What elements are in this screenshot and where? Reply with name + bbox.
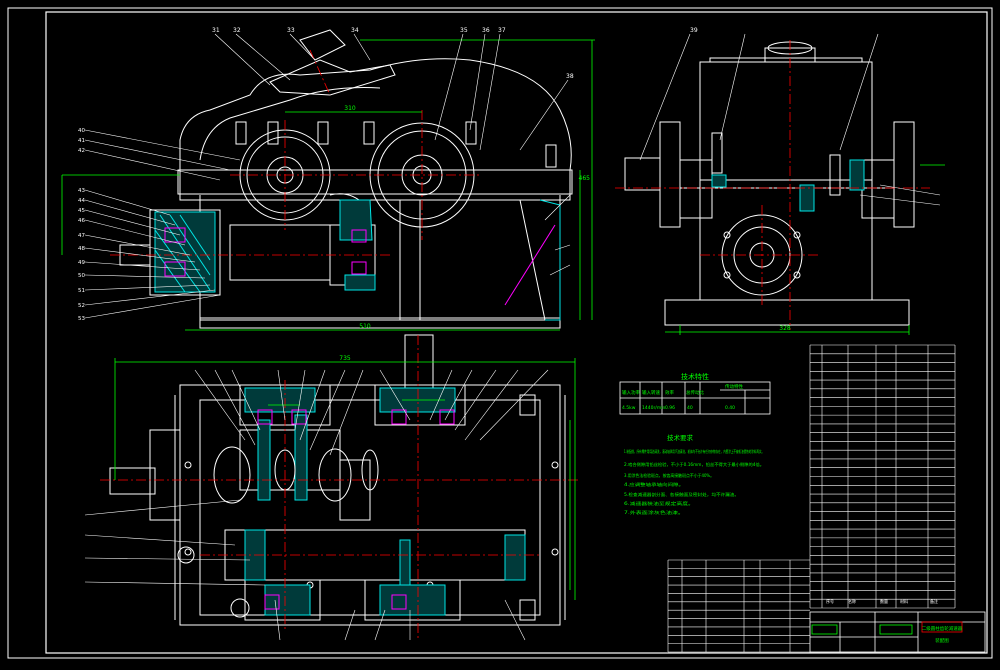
char-table-headers: 输入功率 输入转速 效率 总传动比 传动特性 [622,383,743,396]
balloon-32: 32 [233,27,241,34]
inner-frame [45,11,988,654]
char-header-ratio: 总传动比 [686,389,704,396]
char-header-power: 输入功率 [622,389,640,396]
balloon-39: 39 [690,27,698,34]
balloon-46: 46 [78,218,85,224]
balloon-47: 47 [78,233,85,239]
tb-header-qty: 数量 [880,598,888,604]
plan-view-dimensions [114,358,576,600]
tb-header-no: 序号 [826,598,834,604]
title-block [809,611,986,653]
char-value-speed: 1440r/min [642,405,665,411]
balloon-36: 36 [482,27,490,34]
tech-req-line-3: 3.用涂色法检验斑点，按齿高接触斑点不小于40%。 [624,472,714,479]
dim-center-distance: 310 [344,105,356,112]
front-view-leaders [84,33,571,319]
balloon-42: 42 [78,148,85,154]
balloon-34: 34 [351,27,359,34]
balloon-43: 43 [78,188,85,194]
front-view-centerlines [110,49,480,256]
char-value-ratio: 40 [687,405,693,411]
side-view-centerlines [615,40,930,330]
tech-req-line-2: 2.啮合侧隙用铅丝检验，不小于0.16mm，铅丝不得大于最小侧隙的4倍。 [624,461,764,468]
balloon-49: 49 [78,260,85,266]
balloon-45: 45 [78,208,85,214]
balloons-left: 40 41 42 43 44 45 46 47 48 49 50 51 52 5… [78,128,85,322]
plan-view-centerlines [100,335,580,640]
tb-header-remark: 备注 [930,598,938,604]
tb-header-material: 材料 [900,598,908,604]
tech-req-line-6: 6.减速器装油至规定高度。 [624,500,694,507]
char-value-trans: 0.40 [725,405,735,411]
char-header-efficiency: 效率 [665,389,674,396]
plan-view-bearings [257,409,455,610]
char-header-trans: 传动特性 [725,383,743,390]
tech-req-line-4: 4.应调整轴承轴向间隙。 [624,481,684,488]
plan-view-gears [213,446,379,504]
dim-base-length: 510 [359,323,371,330]
char-header-speed: 输入转速 [642,389,660,396]
tech-req-line-5: 5.检查减速器剖分面、各接触面及密封处，均不许漏油。 [624,491,739,498]
balloon-48: 48 [78,246,85,252]
balloon-51: 51 [78,288,85,294]
tb-header-name: 名称 [848,598,856,604]
char-value-efficiency: 0.96 [665,405,675,411]
dim-side-width: 328 [779,325,791,332]
char-value-power: 4.5kw [622,405,636,411]
tech-req-line-7: 7.外表面涂灰色油漆。 [624,509,684,516]
plan-view-hatch [244,387,526,616]
parts-list [667,344,956,653]
drawing-number: 装配图 [935,637,949,644]
balloon-31: 31 [212,27,220,34]
balloon-33: 33 [287,27,295,34]
plan-view-leaders [84,369,549,641]
tech-req-title: 技术要求 [667,433,694,442]
balloon-35: 35 [460,27,468,34]
balloon-37: 37 [498,27,506,34]
dim-overall-length: 735 [339,355,351,362]
balloon-40: 40 [78,128,85,134]
balloon-38: 38 [566,73,574,80]
balloon-41: 41 [78,138,85,144]
balloon-53: 53 [78,316,85,322]
char-table-row: 4.5kw 1440r/min 0.96 40 0.40 [622,405,735,411]
outer-frame [7,7,993,659]
side-view-dimensions [665,164,945,335]
drawing-name: 二级圆柱齿轮减速器 [922,625,963,632]
char-table-title: 技术特性 [681,372,709,381]
tech-req-line-1: 1.装配前，所有零件用煤油清洗，滚动轴承用汽油清洗，机体内不允许有任何杂物存在，… [624,448,764,455]
dim-height: 465 [579,175,591,182]
front-view-dimensions [61,39,595,331]
title-block-headers: 序号 名称 数量 材料 备注 [826,598,938,604]
tech-req-lines: 1.装配前，所有零件用煤油清洗，滚动轴承用汽油清洗，机体内不允许有任何杂物存在，… [624,448,764,516]
side-view-hatch [711,159,865,212]
characteristics-table [619,381,771,415]
balloons-top: 31 32 33 34 35 36 37 38 39 [212,27,698,80]
balloon-52: 52 [78,303,85,309]
side-view-leaders [639,33,941,206]
balloon-50: 50 [78,273,85,279]
balloon-44: 44 [78,198,85,204]
